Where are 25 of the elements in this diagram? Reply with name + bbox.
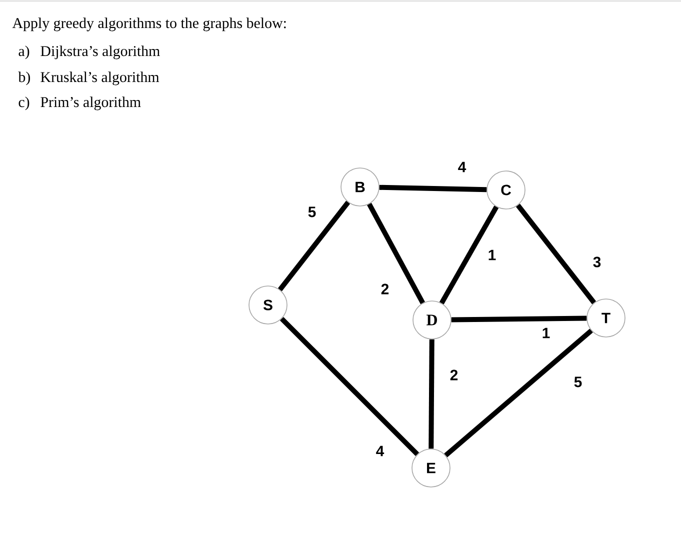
list-marker: a) bbox=[18, 46, 30, 60]
edge-line bbox=[367, 202, 425, 304]
edge-weight: 4 bbox=[376, 446, 384, 456]
edge-line bbox=[278, 200, 350, 292]
edge-weight: 3 bbox=[593, 256, 601, 268]
list-marker: c) bbox=[18, 96, 30, 110]
list-item: Prim’s algorithm bbox=[40, 96, 141, 110]
edge-line bbox=[444, 328, 593, 458]
edge-weight: 4 bbox=[458, 162, 466, 172]
edge-line bbox=[280, 316, 420, 456]
title: Apply greedy algorithms to the graphs below: bbox=[12, 18, 286, 32]
edge-line bbox=[451, 316, 587, 322]
edge-weight: 5 bbox=[308, 206, 316, 218]
list-item: Dijkstra’s algorithm bbox=[40, 46, 160, 60]
edge-weight: 1 bbox=[488, 250, 496, 260]
edge-weight: 5 bbox=[574, 376, 582, 388]
list-item: Kruskal’s algorithm bbox=[40, 72, 160, 86]
list-marker: b) bbox=[18, 72, 30, 86]
edge-weight: 1 bbox=[542, 328, 550, 338]
edge-line bbox=[439, 206, 499, 304]
edge-line bbox=[428, 339, 434, 449]
edge-weight: 2 bbox=[381, 284, 389, 294]
edge-weight: 2 bbox=[450, 370, 458, 380]
edge-line bbox=[516, 204, 596, 304]
edge-line bbox=[379, 184, 487, 192]
